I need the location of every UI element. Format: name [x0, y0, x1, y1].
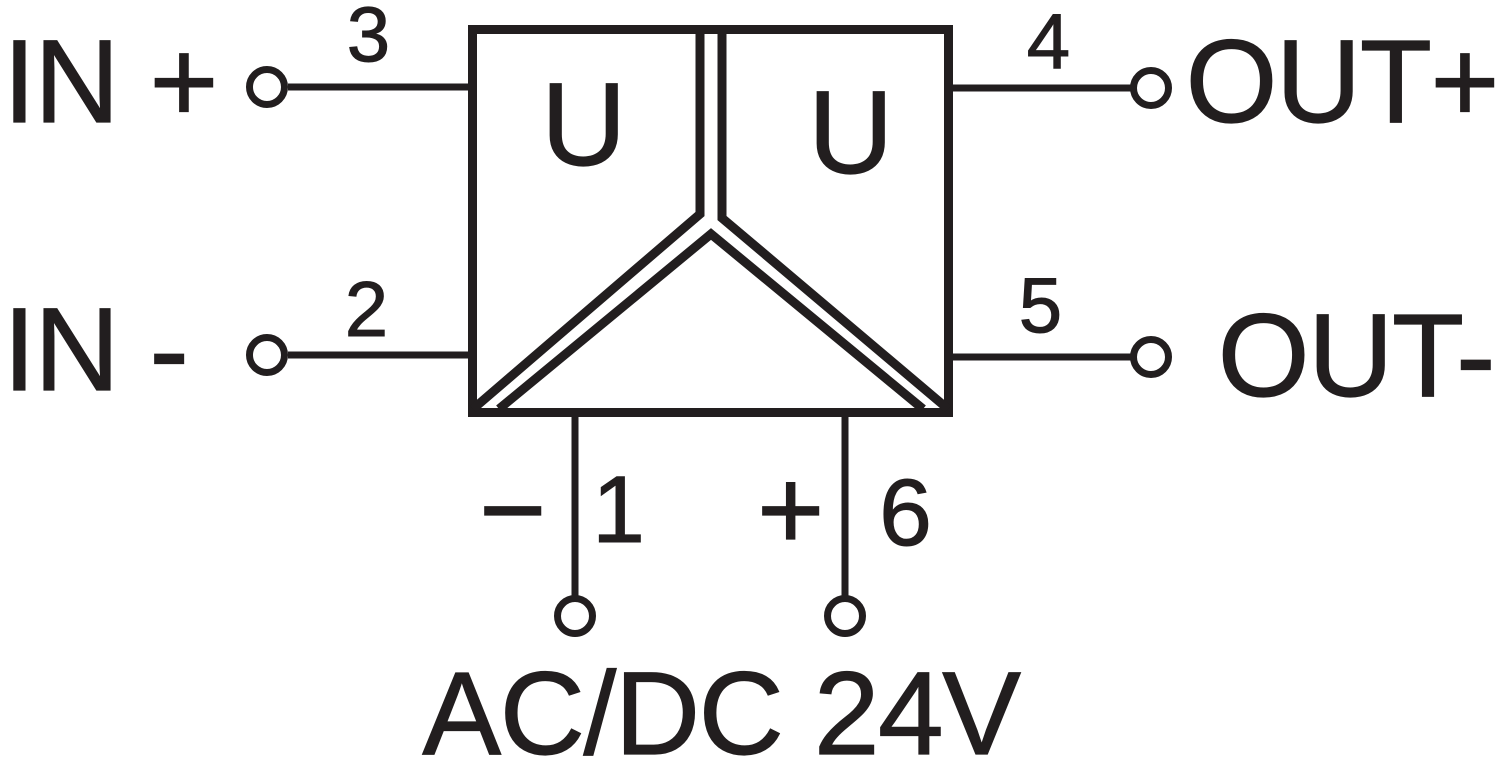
- pin-number-3: 3: [346, 0, 390, 78]
- terminal-circle-2: [246, 334, 288, 376]
- terminal-circle-1: [554, 595, 596, 637]
- isolation-barrier-left-line: [470, 25, 705, 413]
- label-out-minus: OUT-: [1217, 290, 1496, 422]
- power-plus-sign: +: [757, 445, 825, 574]
- device-box: [468, 25, 953, 417]
- isolation-barrier-chevron: [496, 228, 926, 413]
- pin-number-6: 6: [879, 459, 933, 566]
- terminal-circle-6: [824, 595, 866, 637]
- label-out-plus: OUT+: [1185, 16, 1500, 148]
- pin-number-2: 2: [344, 265, 388, 353]
- terminal-circle-4: [1130, 67, 1172, 109]
- power-supply-label: AC/DC 24V: [422, 648, 1022, 759]
- terminal-circle-3: [246, 66, 288, 108]
- label-in-minus: IN -: [2, 284, 189, 416]
- pin-number-4: 4: [1026, 0, 1070, 85]
- terminal-circle-5: [1130, 336, 1172, 378]
- isolation-barrier-right-line: [717, 25, 951, 413]
- label-in-plus: IN +: [2, 16, 219, 148]
- output-voltage-symbol: U: [807, 67, 893, 199]
- input-voltage-symbol: U: [540, 59, 626, 191]
- pin-number-5: 5: [1018, 261, 1062, 349]
- power-minus-sign: −: [479, 445, 547, 574]
- pin-number-1: 1: [592, 456, 646, 563]
